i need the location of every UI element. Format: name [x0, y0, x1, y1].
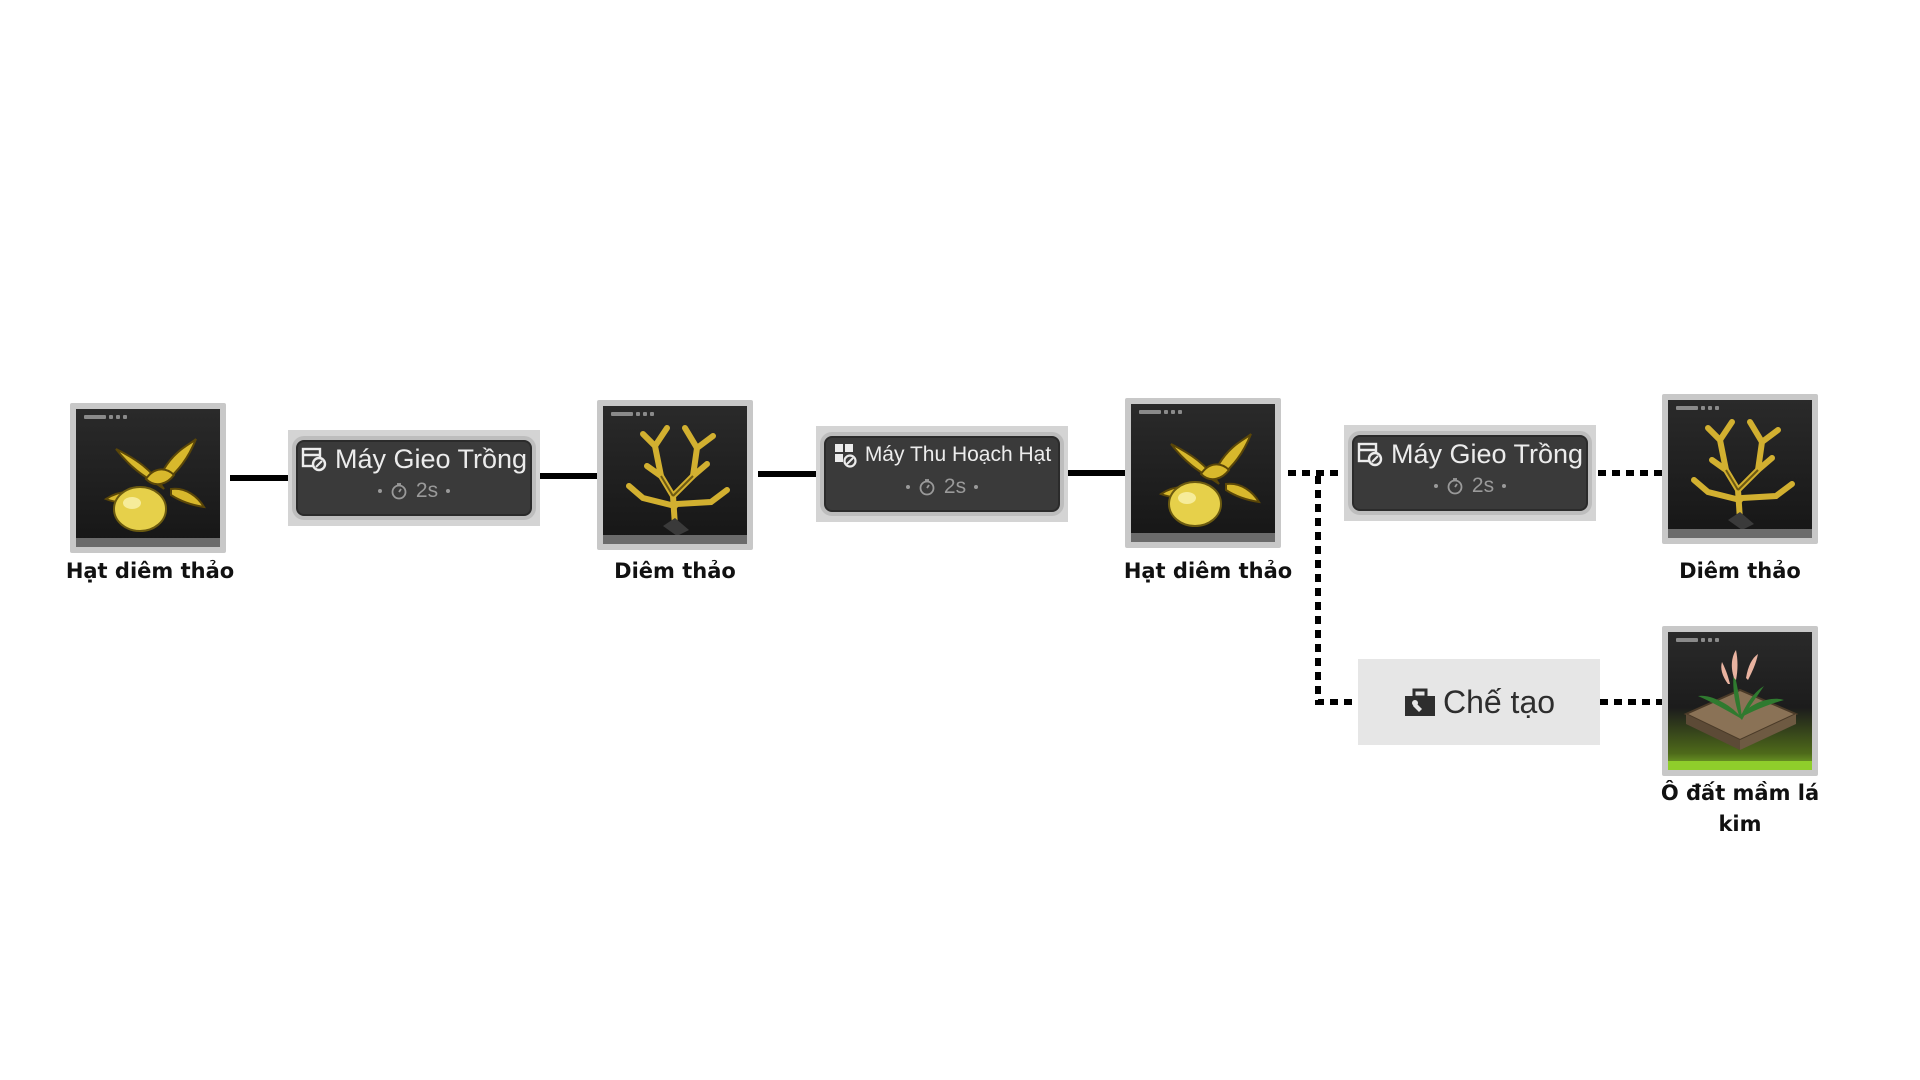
herb-branch-icon [626, 425, 730, 536]
seed-harvester-icon [834, 444, 857, 468]
machine-name: Máy Gieo Trồng [1390, 438, 1584, 469]
machine-name: Máy Thu Hoạch Hạt [864, 443, 1052, 466]
item-label-seed: Hạt diêm thảo [65, 559, 235, 583]
machine-time: 2s [1471, 474, 1495, 497]
planter-icon [1357, 442, 1383, 467]
herb-branch-icon [1691, 419, 1795, 530]
item-label-seedling-plot: Ô đất mầm lá kim [1660, 781, 1820, 836]
item-label-seed: Hạt diêm thảo [1123, 559, 1293, 583]
item-node-herb[interactable] [597, 400, 753, 550]
item-node-seedling-plot[interactable] [1662, 626, 1818, 776]
item-label-herb: Diêm thảo [614, 559, 736, 583]
seedling-plot-icon [1683, 650, 1799, 750]
machine-planter[interactable]: Máy Gieo Trồng 2s [288, 430, 540, 526]
item-node-seed[interactable] [1125, 398, 1281, 548]
item-node-seed[interactable] [70, 403, 226, 553]
craft-label: Chế tạo [1442, 683, 1556, 720]
item-label-herb: Diêm thảo [1679, 559, 1801, 583]
machine-time: 2s [943, 475, 967, 498]
craft-action[interactable]: Chế tạo [1358, 659, 1600, 745]
timer-icon [1447, 478, 1463, 495]
machine-seed-harvester[interactable]: Máy Thu Hoạch Hạt 2s [816, 426, 1068, 522]
seed-pod-icon [103, 438, 206, 532]
timer-icon [391, 483, 407, 500]
machine-planter[interactable]: Máy Gieo Trồng 2s [1344, 425, 1596, 521]
item-node-herb[interactable] [1662, 394, 1818, 544]
seed-pod-icon [1158, 433, 1261, 527]
toolbox-icon [1404, 688, 1435, 716]
connector-seed2-craft [1315, 476, 1356, 705]
timer-icon [919, 479, 935, 496]
machine-time: 2s [415, 479, 439, 502]
machine-name: Máy Gieo Trồng [334, 443, 528, 474]
planter-icon [301, 447, 327, 472]
